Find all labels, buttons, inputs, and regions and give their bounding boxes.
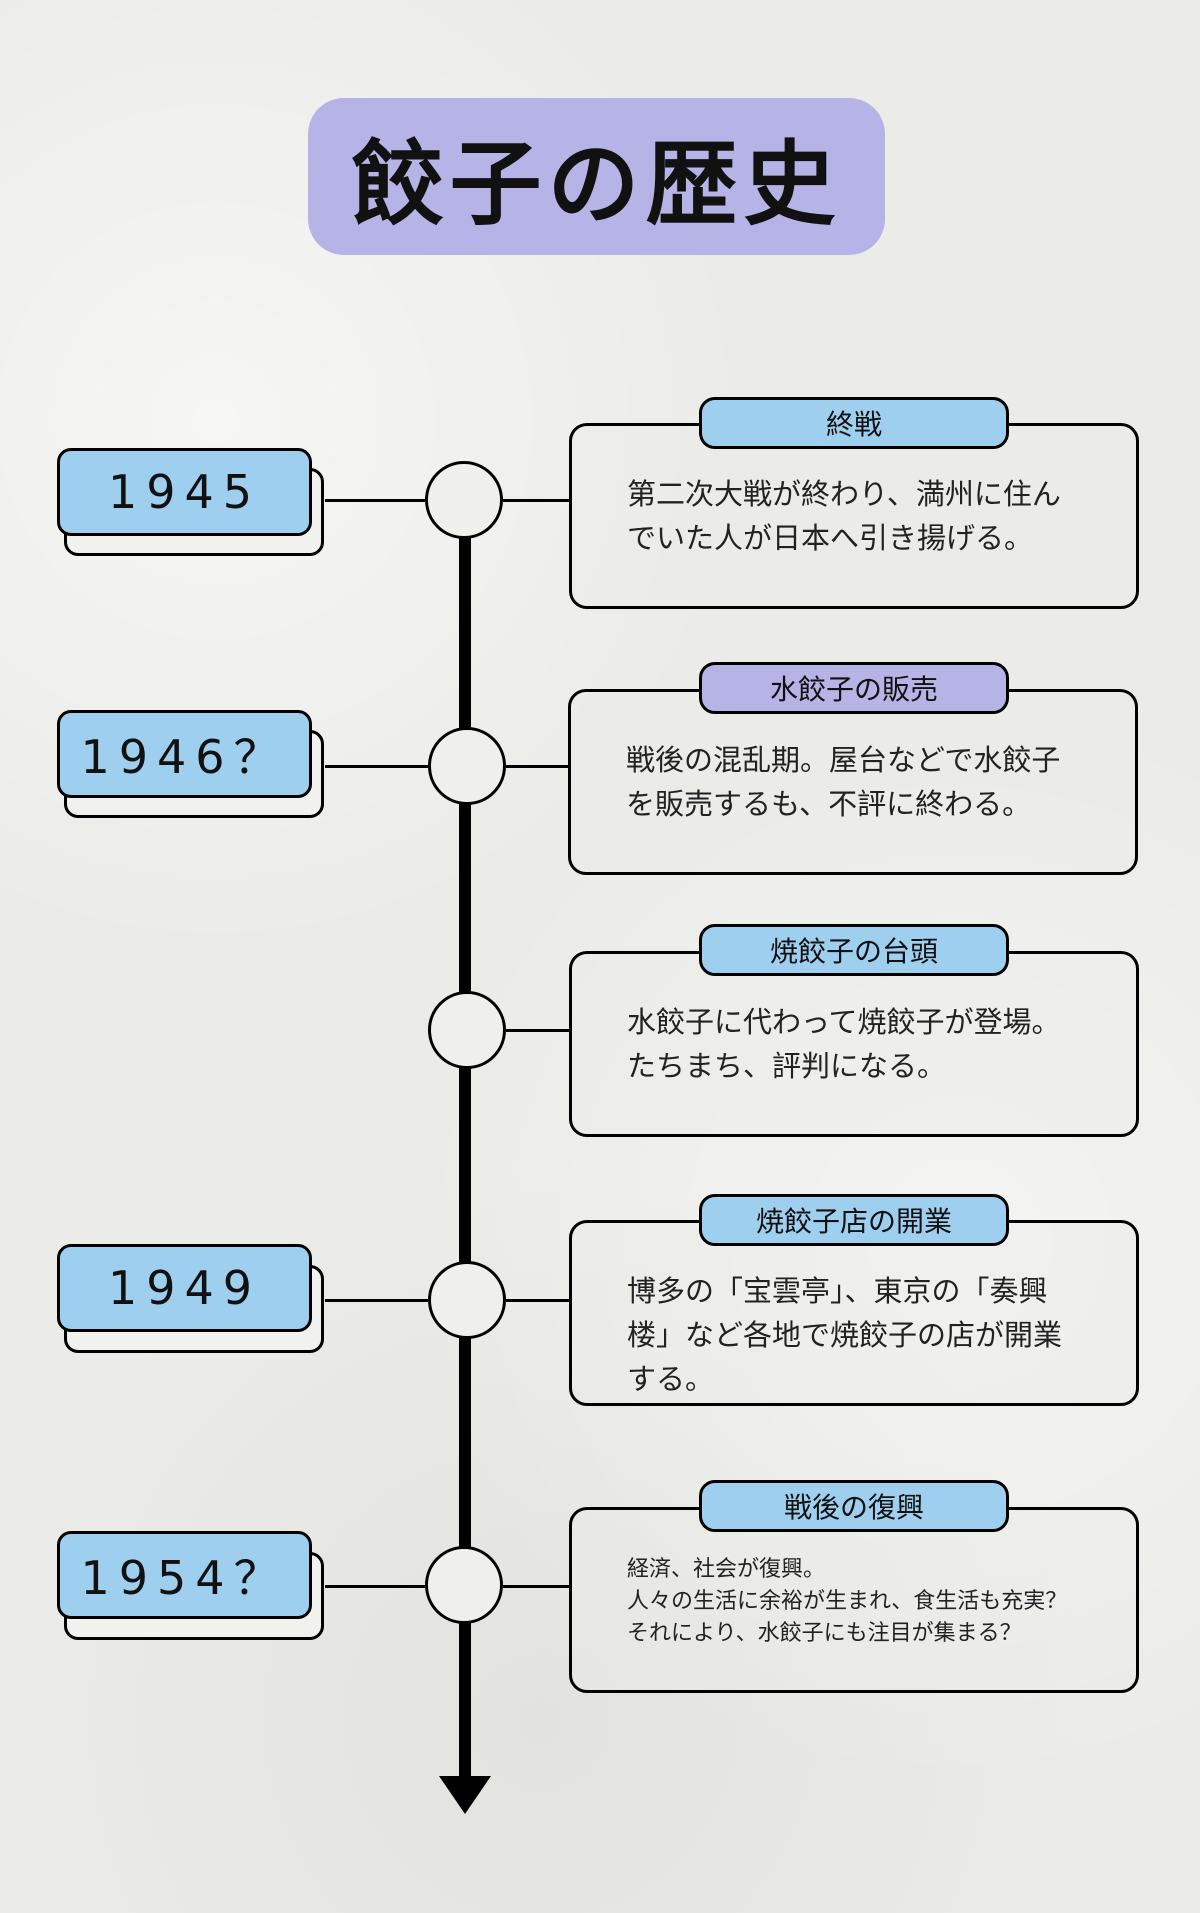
year-connector [325,499,425,502]
description-line: 経済、社会が復興。 [627,1557,826,1582]
event-description: 水餃子に代わって焼餃子が登場。 たちまち、評判になる。 [627,1000,1106,1088]
event-description: 第二次大戦が終わり、満州に住ん でいた人が日本へ引き揚げる。 [627,472,1106,560]
year-box: 1949 [57,1244,312,1332]
description-line: 人々の生活に余裕が生まれ、食生活も充実？ [627,1589,1068,1614]
timeline-node [428,727,506,805]
timeline-axis [459,520,471,1782]
timeline-arrowhead [439,1776,491,1814]
event-description: 博多の「宝雲亭」、東京の「奏興 楼」など各地で焼餃子の店が開業 する。 [627,1269,1106,1401]
description-line: 楼」など各地で焼餃子の店が開業 [627,1318,1063,1352]
year-connector [325,765,428,768]
year-label: 1945 [107,465,262,519]
event-label-text: 戦後の復興 [783,1491,924,1524]
event-card: 経済、社会が復興。 人々の生活に余裕が生まれ、食生活も充実？ それにより、水餃子… [569,1507,1139,1693]
event-card: 博多の「宝雲亭」、東京の「奏興 楼」など各地で焼餃子の店が開業 する。 [569,1220,1139,1406]
year-label: 1949 [107,1261,262,1315]
year-label: 1954？ [80,1551,289,1605]
event-card: 戦後の混乱期。屋台などで水餃子 を販売するも、不評に終わる。 [568,689,1138,875]
event-description: 戦後の混乱期。屋台などで水餃子 を販売するも、不評に終わる。 [626,738,1105,826]
card-connector [503,499,571,502]
event-description: 経済、社会が復興。 人々の生活に余裕が生まれ、食生活も充実？ それにより、水餃子… [627,1554,1106,1650]
event-label-text: 焼餃子の台頭 [769,935,938,968]
event-label: 焼餃子店の開業 [699,1194,1009,1246]
page-title: 餃子の歴史 [351,131,842,238]
description-line: する。 [627,1362,715,1396]
description-line: 第二次大戦が終わり、満州に住ん [627,477,1061,511]
description-line: それにより、水餃子にも注目が集まる？ [627,1621,1022,1646]
year-label: 1946？ [80,730,289,784]
description-line: たちまち、評判になる。 [627,1049,947,1083]
timeline-node [428,991,506,1069]
card-connector [506,765,570,768]
timeline-node [428,1261,506,1339]
timeline-node [425,1546,503,1624]
description-line: を販売するも、不評に終わる。 [626,787,1032,821]
event-label: 焼餃子の台頭 [699,924,1009,976]
event-label: 終戦 [699,397,1009,449]
event-card: 第二次大戦が終わり、満州に住ん でいた人が日本へ引き揚げる。 [569,423,1139,609]
year-connector [325,1299,428,1302]
card-connector [506,1029,570,1032]
description-line: 戦後の混乱期。屋台などで水餃子 [626,743,1061,777]
year-box: 1945 [57,448,312,536]
card-connector [506,1299,570,1302]
year-box: 1946？ [57,710,312,798]
event-card: 水餃子に代わって焼餃子が登場。 たちまち、評判になる。 [569,951,1139,1137]
event-label-text: 焼餃子店の開業 [755,1205,952,1238]
description-line: 水餃子に代わって焼餃子が登場。 [627,1005,1061,1039]
year-box: 1954？ [57,1531,312,1619]
event-label: 戦後の復興 [699,1480,1009,1532]
description-line: でいた人が日本へ引き揚げる。 [627,521,1034,555]
year-connector [325,1585,425,1588]
event-label-text: 水餃子の販売 [769,673,938,706]
timeline-node [425,461,503,539]
event-label-text: 終戦 [825,408,882,441]
title-banner: 餃子の歴史 [308,98,885,255]
card-connector [503,1585,571,1588]
event-label: 水餃子の販売 [699,662,1009,714]
description-line: 博多の「宝雲亭」、東京の「奏興 [627,1274,1048,1308]
